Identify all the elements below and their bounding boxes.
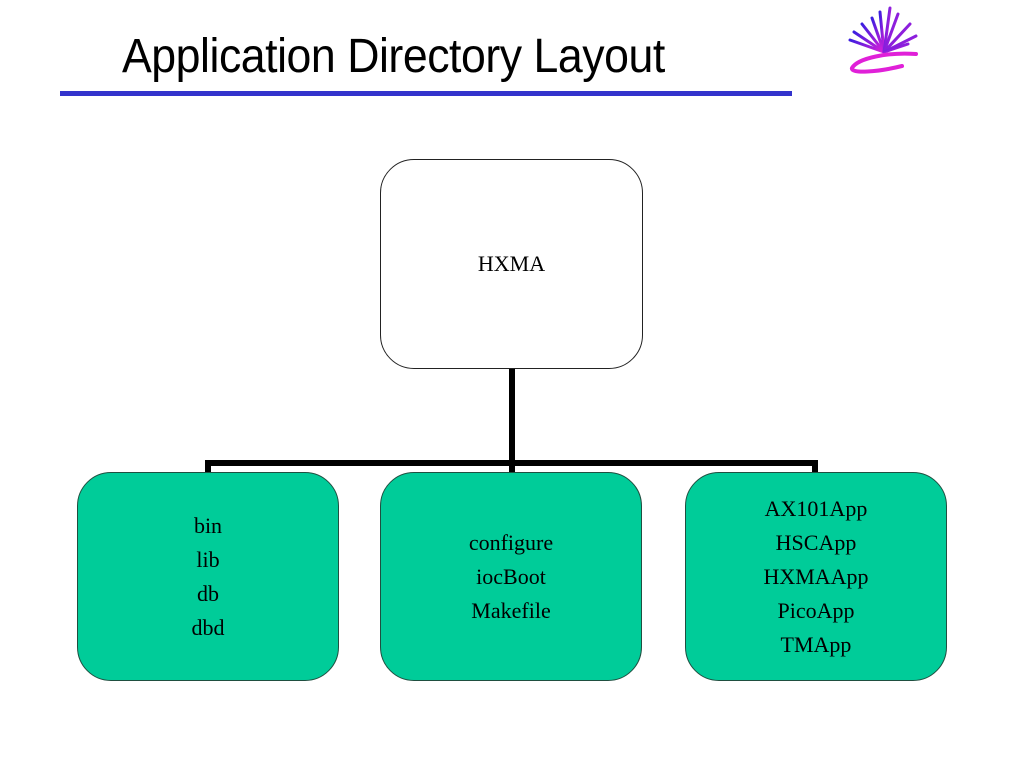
slide-title: Application Directory Layout [122,30,665,83]
node-line: db [197,580,219,606]
node-line: PicoApp [777,597,855,623]
root-node-label: HXMA [477,251,546,276]
starburst-logo-icon [848,6,918,74]
node-line: TMApp [780,631,852,657]
node-line: configure [468,529,554,555]
node-line: HSCApp [775,529,857,555]
title-underline [60,91,792,96]
child-node-config-dirs: configure iocBoot Makefile [380,472,642,681]
node-line: HXMAApp [763,563,869,589]
node-line: dbd [191,614,225,640]
node-line: lib [196,546,220,572]
node-line: Makefile [471,597,551,623]
root-node-hxma: HXMA [380,159,643,369]
child-node-build-dirs: bin lib db dbd [77,472,339,681]
node-line: bin [193,512,223,538]
child-node-app-dirs: AX101App HSCApp HXMAApp PicoApp TMApp [685,472,947,681]
node-line: iocBoot [476,563,546,589]
node-line: AX101App [764,495,868,521]
